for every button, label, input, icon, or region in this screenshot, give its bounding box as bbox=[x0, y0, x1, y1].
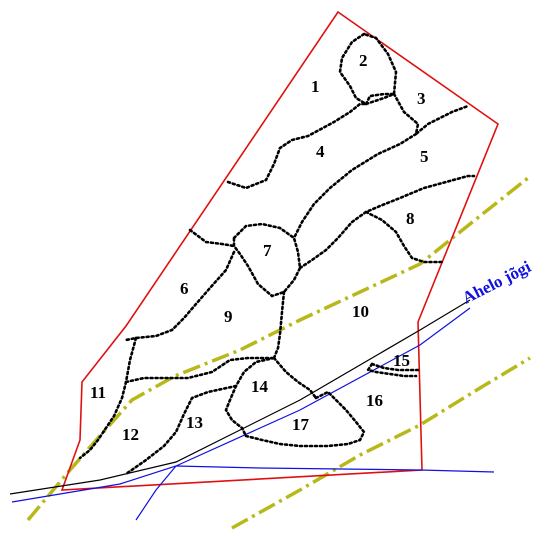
parcel-4-5-divider bbox=[292, 132, 418, 240]
parcel-5-8-divider bbox=[298, 174, 476, 270]
parcel-15-lower-edge bbox=[365, 362, 418, 378]
parcel-6-9-divider bbox=[124, 250, 236, 342]
parcel-label-4: 4 bbox=[316, 142, 325, 161]
river-tributary bbox=[135, 465, 177, 521]
parcel-label-9: 9 bbox=[224, 307, 233, 326]
parcel-label-8: 8 bbox=[406, 209, 415, 228]
parcel-15-outline bbox=[370, 362, 420, 372]
parcel-label-2: 2 bbox=[359, 51, 368, 70]
parcel-11-12-divider bbox=[78, 336, 138, 460]
river-main-channel bbox=[11, 307, 471, 503]
parcel-1-3-divider bbox=[364, 92, 396, 106]
parcel-6-7-divider bbox=[188, 228, 236, 248]
parcel-label-6: 6 bbox=[180, 279, 189, 298]
parcel-label-3: 3 bbox=[417, 89, 426, 108]
parcel-label-14: 14 bbox=[251, 377, 269, 396]
parcel-label-5: 5 bbox=[420, 147, 429, 166]
parcel-8-lower-edge bbox=[364, 210, 446, 264]
power-lines bbox=[26, 176, 531, 530]
parcel-label-17: 17 bbox=[292, 415, 310, 434]
power-line-north bbox=[26, 176, 530, 522]
parcel-9-10-divider bbox=[272, 290, 286, 360]
parcel-label-16: 16 bbox=[366, 391, 383, 410]
parcel-label-11: 11 bbox=[90, 383, 106, 402]
parcel-12-13-divider bbox=[124, 384, 238, 476]
parcel-17-outline bbox=[244, 390, 366, 448]
river bbox=[11, 307, 495, 521]
parcel-7-outline bbox=[232, 222, 302, 298]
parcel-1-4-divider bbox=[226, 102, 368, 190]
parcel-label-15: 15 bbox=[393, 351, 410, 370]
river-name-label: Ahelo jõgi bbox=[459, 257, 534, 308]
parcel-boundaries bbox=[78, 32, 476, 476]
parcel-14-17-divider bbox=[272, 356, 318, 400]
power-line-south bbox=[231, 356, 531, 530]
property-boundary bbox=[60, 10, 499, 491]
parcel-label-7: 7 bbox=[263, 241, 272, 260]
parcel-9-12-divider bbox=[124, 356, 276, 384]
parcel-label-13: 13 bbox=[186, 413, 203, 432]
river-south-channel bbox=[175, 465, 495, 473]
road bbox=[9, 299, 471, 495]
parcel-3-lower-edge bbox=[392, 92, 470, 138]
parcel-13-14-divider bbox=[224, 356, 276, 438]
parcel-labels: 1 2 3 4 5 6 7 8 9 10 11 12 13 14 15 16 1… bbox=[90, 51, 429, 444]
parcel-label-12: 12 bbox=[122, 425, 139, 444]
parcel-label-10: 10 bbox=[352, 302, 369, 321]
parcel-label-1: 1 bbox=[311, 77, 320, 96]
